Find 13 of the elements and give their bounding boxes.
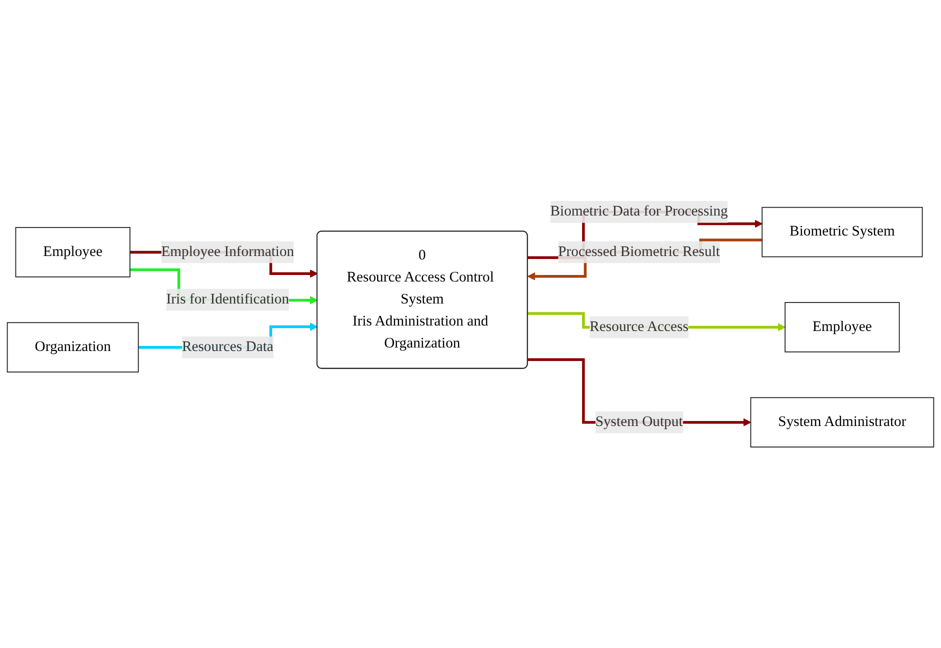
node-box: Organization — [6, 322, 139, 372]
edge-label: System Output — [595, 414, 683, 430]
arrow — [527, 238, 762, 280]
node-box: System Administrator — [750, 397, 934, 448]
edge-label: Resources Data — [182, 339, 274, 355]
node-box: Employee — [15, 227, 130, 278]
edge-label: Processed Biometric Result — [558, 244, 720, 260]
edge-label: Iris for Identification — [166, 292, 290, 308]
node-box: Employee — [784, 302, 900, 352]
edge-label: Employee Information — [161, 244, 294, 260]
edge-label: Resource Access — [590, 318, 688, 335]
node-box: Biometric System — [762, 206, 923, 258]
edge-label: Biometric Data for Processing — [550, 204, 728, 220]
